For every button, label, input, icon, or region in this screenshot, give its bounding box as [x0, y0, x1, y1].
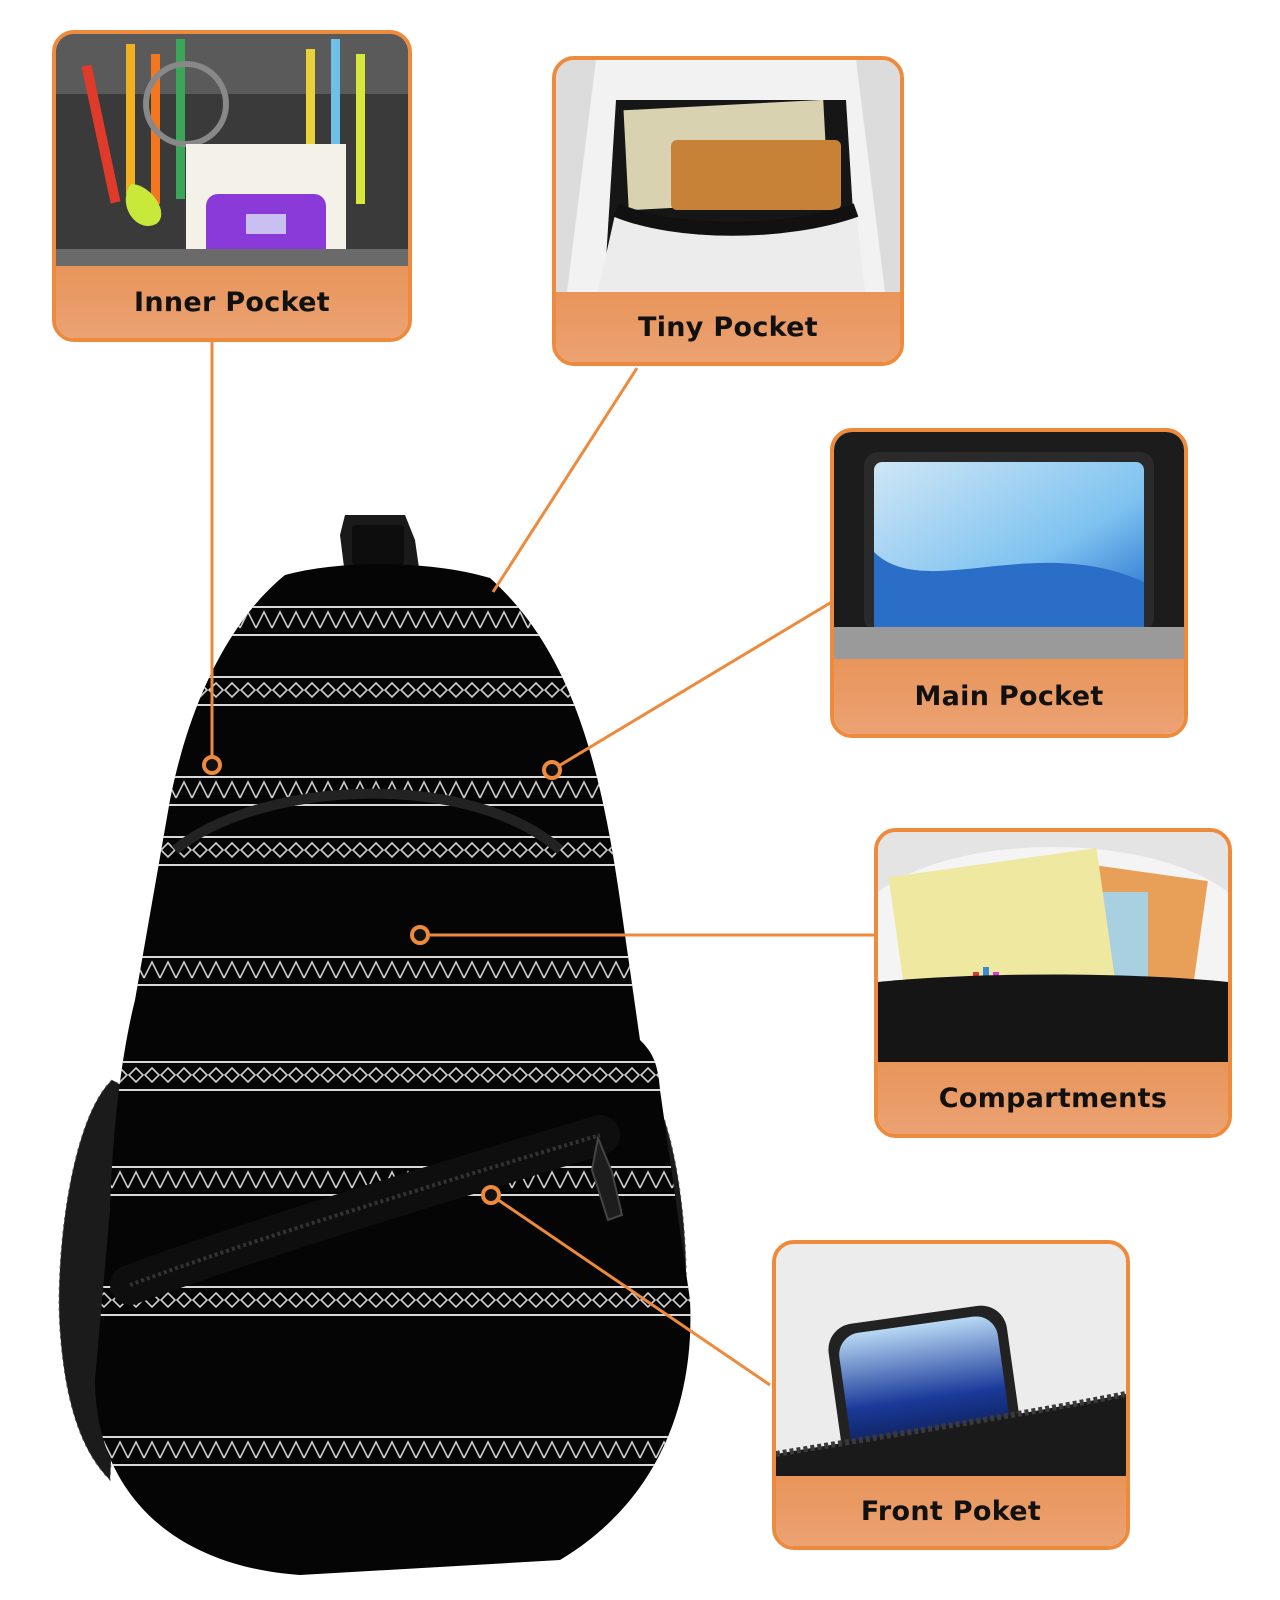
callout-label: Compartments [938, 1082, 1168, 1114]
pattern-band [95, 1061, 691, 1091]
callout-label: Inner Pocket [134, 286, 330, 318]
pattern-band [95, 1286, 691, 1316]
callout-front-pocket: Front Poket [772, 1240, 1130, 1550]
callout-label: Main Pocket [914, 681, 1104, 712]
tablet-photo [834, 432, 1184, 667]
school-supplies-photo [56, 34, 408, 274]
phone-photo [776, 1244, 1126, 1484]
callout-label: Front Poket [860, 1495, 1042, 1527]
callout-dots [202, 755, 562, 1205]
notebooks-photo [878, 832, 1228, 1070]
callout-connectors [210, 340, 874, 1387]
callout-label: Tiny Pocket [638, 311, 818, 343]
front-zipper [110, 1115, 624, 1305]
callout-main-pocket: Main Pocket [830, 428, 1188, 738]
callout-tiny-pocket: Tiny Pocket [552, 56, 904, 366]
strap-seam [171, 788, 564, 854]
cash-wallet-photo [556, 60, 900, 300]
callout-inner-pocket: Inner Pocket [52, 30, 412, 342]
top-strap-handle [340, 515, 420, 575]
pattern-band [95, 1436, 691, 1466]
bag-body [95, 564, 691, 1575]
zipper-pull [590, 1134, 624, 1222]
callout-compartments: Compartments [874, 828, 1232, 1138]
